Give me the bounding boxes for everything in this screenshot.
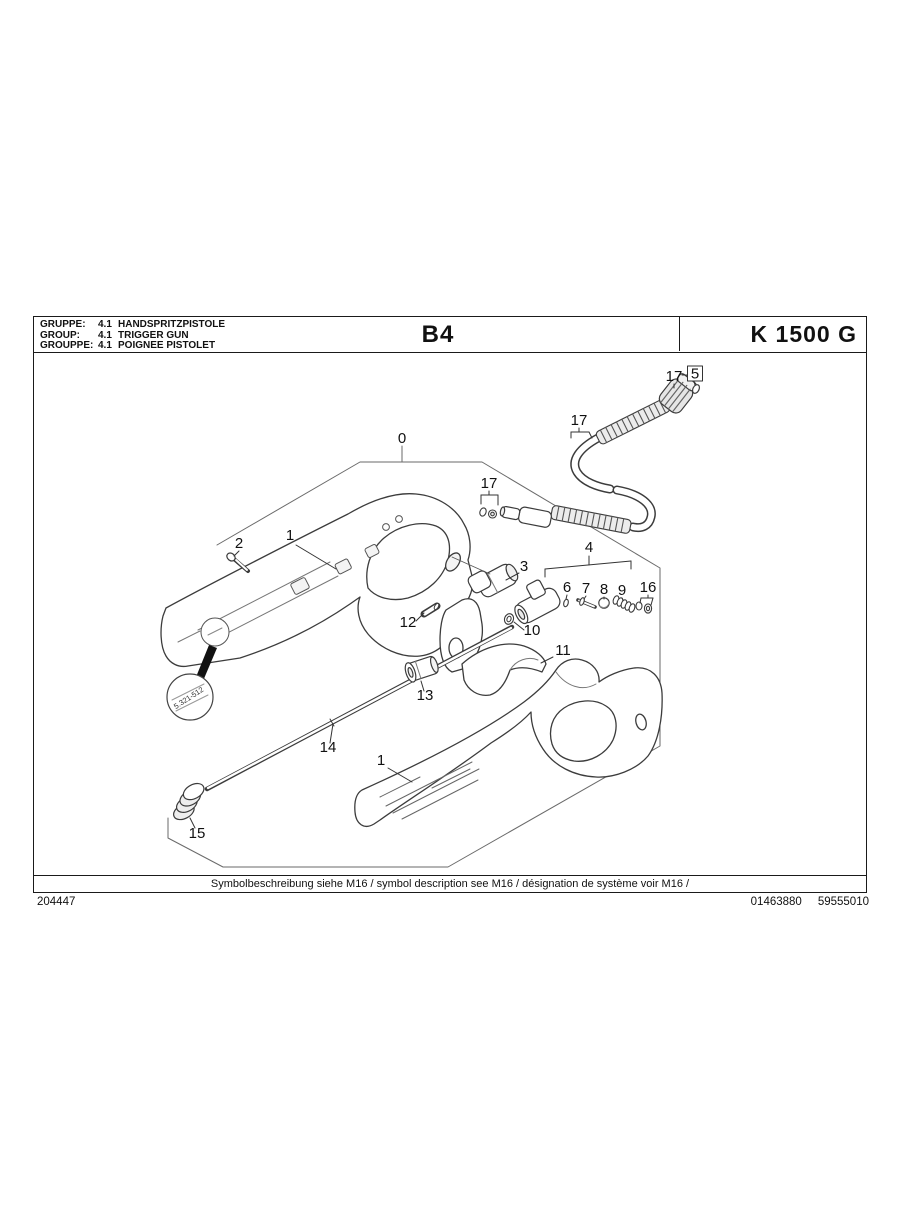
washer-part-6	[563, 598, 569, 608]
trigger-part-11	[461, 643, 547, 696]
model-code: K 1500 G	[679, 317, 866, 351]
group-code-en: 4.1	[98, 329, 112, 341]
group-code-fr: 4.1	[98, 340, 112, 351]
valve-small-parts	[563, 595, 653, 614]
doc-number-mid: 01463880	[750, 896, 802, 908]
upper-shell	[160, 493, 474, 668]
callout-7: 7	[582, 580, 590, 597]
callout-1-upper: 1	[286, 527, 294, 544]
callout-labels: 0 1 2 17 5 17 17 3 4 6 7 8 9 16 10 11 12…	[189, 366, 700, 843]
pin-part-12	[420, 602, 441, 618]
callout-8: 8	[600, 581, 608, 598]
doc-number-left: 204447	[37, 896, 76, 908]
seals-part-16	[635, 601, 653, 614]
callout-5-boxed: 5	[691, 366, 699, 383]
hose-assembly	[499, 373, 701, 534]
callout-0: 0	[398, 430, 406, 447]
callout-11: 11	[555, 642, 571, 659]
callout-9: 9	[618, 582, 626, 599]
spring-part-9	[612, 595, 636, 613]
valve-pin-part-7	[576, 597, 597, 609]
group-name-en: TRIGGER GUN	[118, 329, 189, 341]
callout-1-lower: 1	[377, 752, 385, 769]
o-ring-part-10	[503, 613, 515, 625]
title-block: GRUPPE: 4.1 HANDSPRITZPISTOLE GROUP: 4.1…	[34, 317, 866, 353]
group-row-en: GROUP: 4.1 TRIGGER GUN	[40, 329, 225, 342]
hose-sleeve-lower	[550, 505, 632, 534]
callout-6: 6	[563, 579, 571, 596]
hose-end-connector	[499, 505, 552, 528]
seal-pair-17c	[479, 507, 498, 519]
group-label-en: GROUP:	[40, 329, 80, 341]
document-numbers: 204447 01463880 59555010	[33, 896, 869, 910]
inset-arrow	[196, 645, 217, 681]
callout-2: 2	[235, 535, 243, 552]
group-label-fr: GROUPPE:	[40, 340, 94, 351]
callout-15: 15	[189, 825, 206, 842]
elbow-fitting-part-3	[467, 563, 519, 598]
group-row-de: GRUPPE: 4.1 HANDSPRITZPISTOLE	[40, 319, 226, 331]
callout-3: 3	[520, 558, 528, 575]
callout-13: 13	[417, 687, 434, 704]
group-titles: GRUPPE: 4.1 HANDSPRITZPISTOLE GROUP: 4.1…	[40, 319, 226, 352]
valve-housing	[514, 579, 561, 625]
callout-17-top: 17	[666, 368, 683, 385]
doc-number-right: 59555010	[817, 896, 869, 908]
detail-inset: 5.321-512	[166, 645, 217, 721]
group-name-fr: POIGNEE PISTOLET	[118, 340, 216, 351]
hose-swivel-nut	[658, 373, 697, 414]
assembly-axis-line	[451, 556, 491, 575]
lower-shell-slots	[379, 761, 480, 820]
o-ring-part-5	[691, 384, 701, 394]
assembly-frame-outline	[167, 445, 661, 868]
callout-12: 12	[400, 614, 417, 631]
hose-sleeve-upper	[595, 398, 671, 445]
group-name-de: HANDSPRITZPISTOLE	[118, 319, 226, 330]
spring-part-15	[173, 782, 205, 821]
lower-shell	[354, 658, 663, 827]
callout-10: 10	[524, 622, 541, 639]
callout-17-hose: 17	[571, 412, 588, 429]
callout-14: 14	[320, 739, 337, 756]
upper-shell-detail-blocks	[290, 515, 403, 595]
callout-leaders	[189, 365, 703, 829]
sheet-code: B4	[421, 321, 455, 348]
callout-17-seals: 17	[481, 475, 498, 492]
symbol-note: Symbolbeschreibung siehe M16 / symbol de…	[34, 875, 866, 892]
callout-16: 16	[640, 579, 657, 596]
outlet-boss	[445, 552, 461, 572]
ball-part-8	[598, 597, 610, 609]
group-label-de: GRUPPE:	[40, 319, 86, 330]
callout-4: 4	[585, 539, 593, 556]
pommel-hole	[635, 713, 647, 731]
screw-part-2	[226, 552, 250, 573]
group-row-fr: GROUPPE: 4.1 POIGNEE PISTOLET	[40, 340, 225, 352]
group-code-de: 4.1	[98, 319, 112, 330]
bushing-part-13	[404, 655, 439, 683]
